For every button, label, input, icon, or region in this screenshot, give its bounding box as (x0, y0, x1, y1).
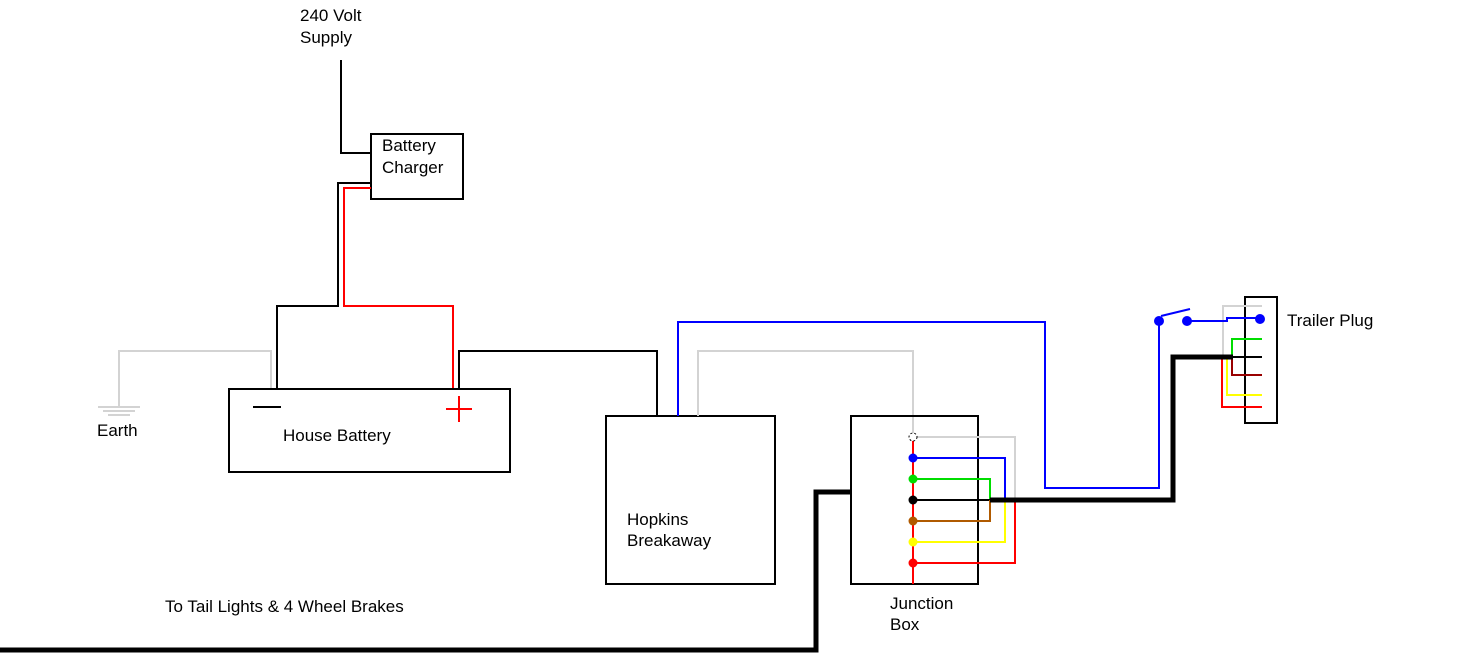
trailer-plug-box (1244, 296, 1278, 424)
supply-label-2: Supply (300, 28, 352, 47)
charger-label-2: Charger (382, 158, 444, 177)
house-battery-box (228, 388, 511, 473)
junction-label-2: Box (890, 615, 920, 634)
charger-label: Battery (382, 136, 436, 155)
trailer-plug-label: Trailer Plug (1287, 311, 1373, 330)
battery-charger-box (370, 133, 464, 200)
junction-terminal-white (908, 432, 918, 442)
house-battery-label: House Battery (283, 426, 391, 445)
hopkins-breakaway-box (605, 415, 776, 585)
junction-terminal-red (908, 558, 918, 568)
plug-terminal-blue (1255, 314, 1265, 324)
battery-breakaway-wire (458, 350, 658, 416)
junction-terminal-black (908, 495, 918, 505)
charger-positive-wire (343, 187, 454, 389)
breakaway-label: Hopkins (627, 510, 688, 529)
junction-terminal-green (908, 474, 918, 484)
earth-wire (118, 350, 272, 407)
junction-terminal-yellow (908, 537, 918, 547)
breakaway-grey-wire (697, 350, 914, 437)
breakaway-blue-wire (677, 321, 1160, 489)
junction-terminal-brown (908, 516, 918, 526)
breakaway-label-2: Breakaway (627, 531, 712, 550)
supply-label: 240 Volt (300, 6, 362, 25)
switch-contact-right (1182, 316, 1192, 326)
tail-lights-cable (0, 489, 851, 653)
junction-label: Junction (890, 594, 953, 613)
junction-terminal-blue (908, 453, 918, 463)
trailer-plug-cable (990, 354, 1233, 503)
charger-negative-wire (276, 182, 371, 389)
tail-lights-label: To Tail Lights & 4 Wheel Brakes (165, 597, 404, 616)
earth-label: Earth (97, 421, 138, 440)
switch-contact-left (1154, 316, 1164, 326)
breakaway-switch-lever (1160, 308, 1191, 317)
supply-wire (340, 60, 371, 154)
